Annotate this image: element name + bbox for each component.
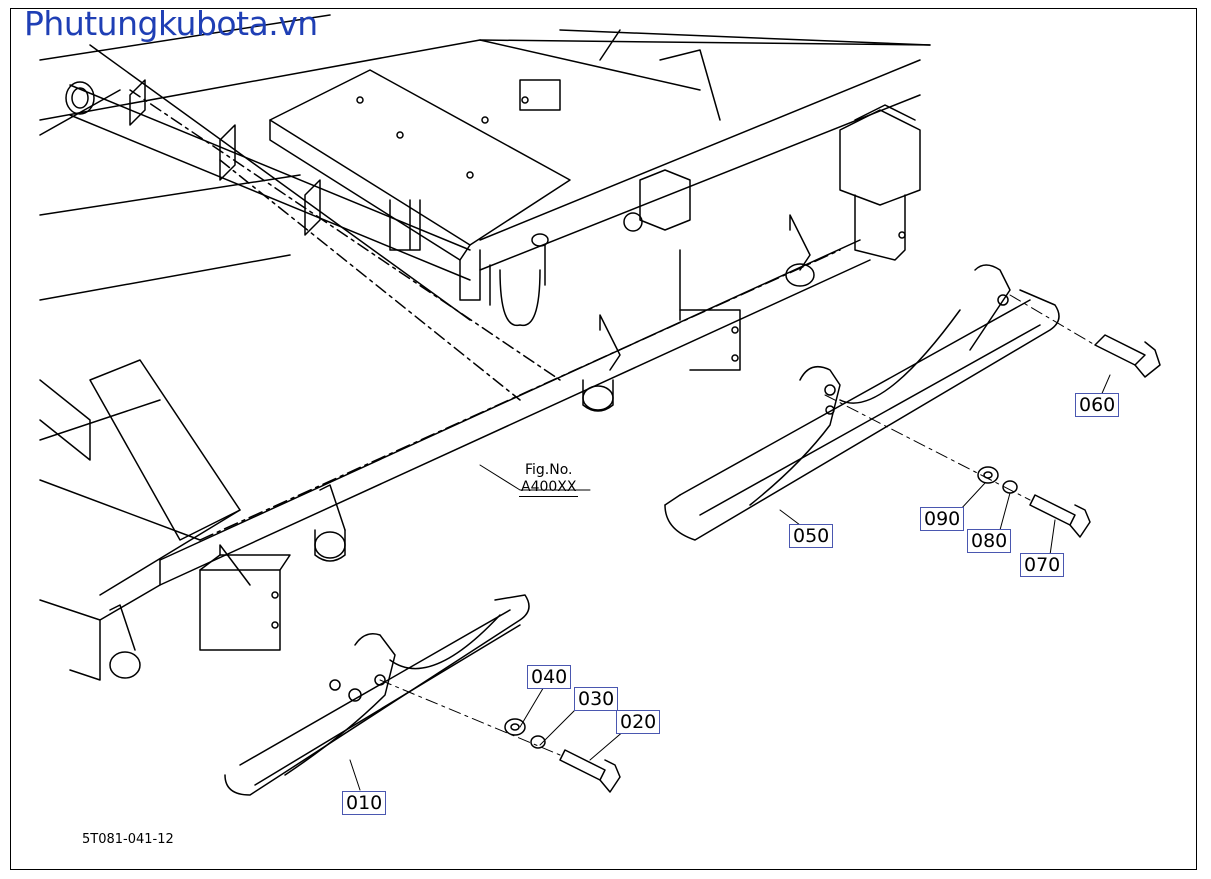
- part-callout-070[interactable]: 070: [1020, 553, 1065, 577]
- skid-upper-right: [664, 264, 1060, 541]
- diagram-frame: [10, 8, 1197, 870]
- middle-main-beam: [159, 214, 871, 586]
- skid-lower-left: [224, 594, 530, 796]
- hardware-bolts-washers: [504, 334, 1161, 793]
- part-callout-050[interactable]: 050: [789, 524, 834, 548]
- upper-right-rail: [479, 29, 921, 271]
- part-callout-010[interactable]: 010: [342, 791, 387, 815]
- part-callout-080[interactable]: 080: [967, 529, 1012, 553]
- upper-frame-rails: [39, 14, 931, 401]
- mounting-plate: [269, 69, 571, 327]
- part-callout-020[interactable]: 020: [616, 710, 661, 734]
- lower-main-beam: [39, 359, 346, 681]
- part-callout-040[interactable]: 040: [527, 665, 572, 689]
- part-callout-090[interactable]: 090: [920, 507, 965, 531]
- part-callout-060[interactable]: 060: [1075, 393, 1120, 417]
- leader-lines: [349, 294, 1111, 791]
- figure-reference-line2: A400XX: [519, 479, 579, 497]
- part-callout-030[interactable]: 030: [574, 687, 619, 711]
- figure-reference-line1: Fig.No.: [524, 462, 573, 478]
- diagram-code: 5T081-041-12: [82, 832, 174, 847]
- round-cross-tube: [65, 79, 471, 281]
- figure-reference[interactable]: Fig.No. A400XX: [519, 462, 579, 497]
- watermark-logo: Phutungkubota.vn: [24, 4, 318, 43]
